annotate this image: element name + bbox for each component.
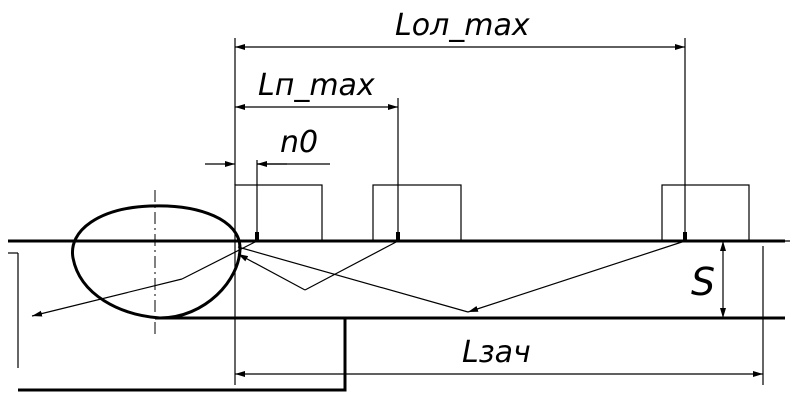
backing-plate — [8, 252, 347, 392]
transducer-1 — [234, 184, 323, 242]
plate-end-lines — [718, 240, 790, 385]
transducer-2 — [372, 184, 462, 242]
dimension-lzach: Lзач — [235, 335, 763, 377]
label-n0: n0 — [280, 125, 318, 160]
dimension-thickness: S — [691, 241, 726, 318]
label-lzach: Lзач — [462, 335, 531, 370]
label-s: S — [691, 260, 715, 304]
weld-bead — [71, 204, 242, 320]
beam-paths — [31, 240, 686, 317]
label-lol-max: Lол_max — [395, 8, 530, 43]
transducers — [234, 160, 750, 242]
label-ln-max: Lп_max — [258, 68, 375, 103]
dimension-ln-max: Lп_max — [235, 68, 398, 110]
dimension-n0: n0 — [205, 125, 330, 167]
transducer-3 — [661, 184, 750, 242]
extension-lines — [234, 38, 686, 385]
dimension-lol-max: Lол_max — [235, 8, 685, 50]
upper-plate — [8, 239, 785, 320]
